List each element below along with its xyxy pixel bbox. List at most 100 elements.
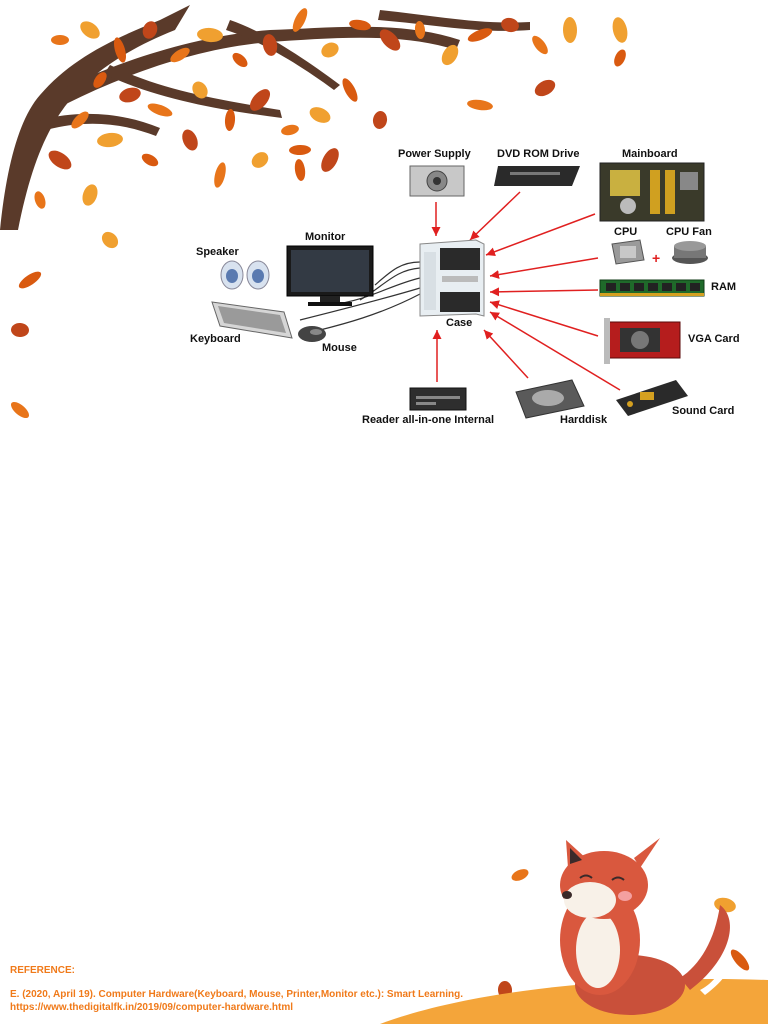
fox-illustration [560, 838, 732, 1015]
label-vga-card: VGA Card [688, 333, 740, 345]
mouse-image [298, 326, 326, 342]
leaf [294, 159, 306, 181]
label-case: Case [446, 317, 473, 329]
leaf [292, 8, 308, 32]
leaf [182, 129, 198, 151]
vga-card-image [604, 318, 681, 364]
label-reader: Reader all-in-one Internal [362, 414, 495, 426]
leaf [82, 184, 98, 206]
leaf [379, 29, 401, 51]
label-keyboard: Keyboard [190, 333, 241, 345]
leaf [309, 107, 331, 123]
harddisk-image [515, 379, 585, 419]
label-monitor: Monitor [305, 231, 346, 243]
label-sound-card: Sound Card [672, 405, 735, 417]
label-speaker: Speaker [196, 246, 239, 258]
leaf [18, 271, 42, 289]
label-power-supply: Power Supply [398, 148, 471, 160]
leaf [467, 99, 493, 111]
label-harddisk: Harddisk [560, 414, 608, 426]
ram-image [599, 279, 705, 297]
label-ram: RAM [711, 281, 737, 293]
leaf [467, 28, 493, 42]
leaf [10, 401, 30, 419]
tree-trunk [0, 5, 190, 230]
reference-title: REFERENCE: [10, 965, 76, 976]
arrow-harddisk [483, 329, 529, 379]
leaf [119, 87, 141, 103]
leaf [511, 869, 529, 881]
leaf [414, 21, 426, 39]
leaf [232, 52, 248, 68]
label-mouse: Mouse [322, 342, 357, 354]
tree-branch [104, 65, 282, 118]
arrow-vga [489, 300, 599, 337]
label-dvd-rom: DVD ROM Drive [497, 148, 580, 160]
leaf [534, 79, 556, 97]
arrow-cpu [489, 257, 599, 279]
arrow-dvd [469, 191, 521, 241]
mainboard-image [599, 162, 705, 222]
leaf [224, 109, 236, 131]
arrows [431, 191, 621, 391]
leaf [142, 21, 158, 39]
leaf [730, 949, 750, 971]
cpu-fan-image [672, 241, 708, 264]
leaf [262, 34, 278, 56]
keyboard-image [211, 301, 293, 339]
leaf [281, 124, 299, 136]
label-cpu-fan: CPU Fan [666, 226, 712, 238]
leaf [97, 132, 123, 148]
tree-branch [40, 113, 160, 136]
leaf [321, 148, 339, 172]
leaf [441, 44, 459, 66]
leaf [80, 21, 100, 39]
card-reader-image [409, 387, 467, 411]
label-plus: + [652, 250, 661, 266]
monitor-image [286, 245, 374, 306]
leaf [192, 81, 208, 99]
leaf [48, 150, 72, 170]
leaf [372, 111, 388, 129]
leaf [342, 78, 358, 102]
arrow-ram [489, 287, 599, 297]
leaf [501, 17, 519, 33]
tree-branch [226, 20, 340, 90]
computer-case-image [419, 239, 485, 317]
leaf [141, 153, 159, 167]
cpu-image [611, 239, 645, 265]
leaf [349, 19, 371, 31]
leaf [114, 37, 126, 63]
dvd-rom-image [494, 166, 580, 186]
leaf [34, 191, 46, 209]
leaf [51, 35, 69, 45]
leaf [170, 47, 190, 63]
leaf [147, 103, 173, 117]
leaves-cluster [10, 8, 750, 1010]
leaf [197, 27, 223, 43]
leaf [562, 17, 578, 43]
leaf [214, 162, 226, 188]
leaf [93, 72, 107, 88]
reference-citation: E. (2020, April 19). Computer Hardware(K… [10, 989, 464, 1013]
label-mainboard: Mainboard [622, 148, 678, 160]
speakers-image [220, 260, 270, 290]
leaf [289, 144, 311, 156]
arrow-mainboard [485, 213, 596, 257]
leaf [101, 231, 119, 249]
tree-branch [378, 10, 530, 31]
leaf [614, 49, 626, 67]
arrow-sound-card [489, 311, 621, 391]
leaf [321, 42, 339, 58]
leaf [11, 322, 29, 338]
label-cpu: CPU [614, 226, 638, 238]
leaf [612, 17, 628, 43]
sound-card-image [616, 380, 688, 416]
leaf [249, 89, 271, 111]
leaf [532, 35, 548, 55]
leaf [71, 111, 89, 129]
power-supply-image [409, 165, 465, 197]
leaf [251, 152, 269, 168]
